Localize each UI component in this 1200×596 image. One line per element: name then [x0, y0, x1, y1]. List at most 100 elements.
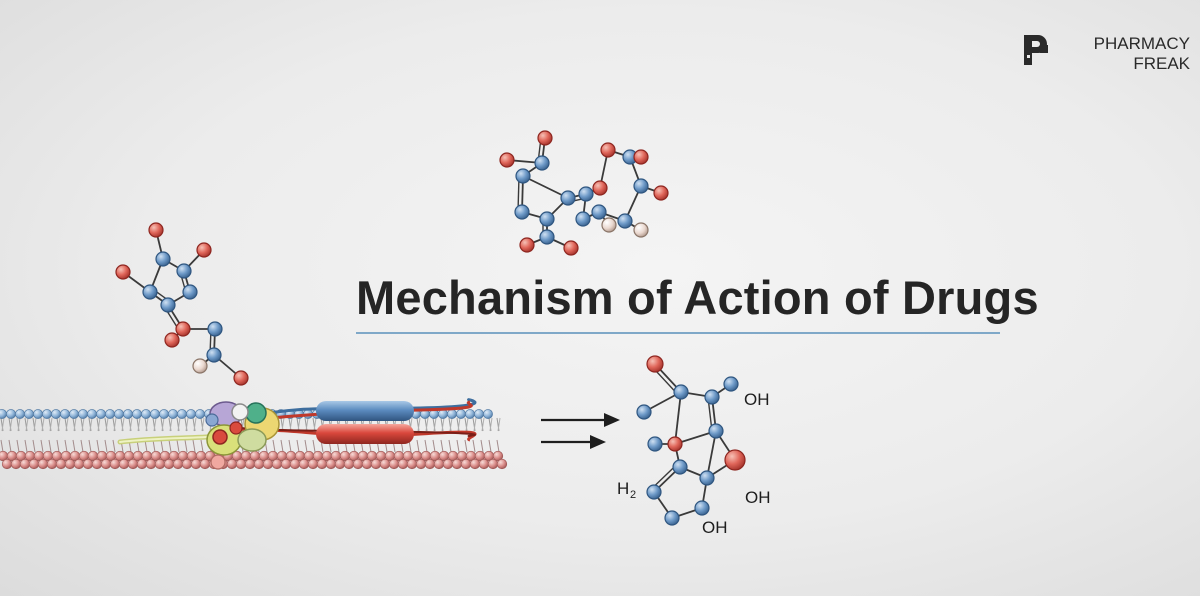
lipid-head-bottom [163, 458, 175, 470]
lipid-head-bottom [64, 458, 76, 470]
carbon-atom [591, 204, 607, 220]
oxygen-atom [537, 130, 553, 146]
carbon-atom [633, 178, 649, 194]
lipid-head-bottom [235, 458, 247, 470]
oxygen-atom [175, 321, 191, 337]
lipid-head-bottom [334, 458, 346, 470]
lipid-head-top [15, 409, 25, 419]
lipid-head-bottom [352, 458, 364, 470]
carbon-atom [539, 229, 555, 245]
arrow-right-icon [541, 435, 606, 449]
membrane-protein [117, 398, 477, 470]
lipid-head-top [177, 409, 187, 419]
carbon-atom [704, 389, 720, 405]
lipid-head-top [465, 409, 475, 419]
carbon-atom [514, 204, 530, 220]
lipid-head-top [474, 409, 484, 419]
hydrogen-label: H [617, 479, 629, 498]
lipid-head-bottom [136, 458, 148, 470]
lipid-head-bottom [370, 458, 382, 470]
lipid-head-top [33, 409, 43, 419]
lipid-head-top [6, 409, 16, 419]
lipid-head-bottom [199, 458, 211, 470]
lipid-head-top [0, 409, 7, 419]
lipid-head-bottom [433, 458, 445, 470]
lipid-head-bottom [172, 458, 184, 470]
carbon-atom [578, 186, 594, 202]
oxygen-atom [667, 436, 683, 452]
oxygen-atom [115, 264, 131, 280]
lipid-head-top [42, 409, 52, 419]
lipid-head-bottom [451, 458, 463, 470]
carbon-atom [539, 211, 555, 227]
oxygen-atom [646, 355, 664, 373]
oxygen-atom [233, 370, 249, 386]
carbon-atom [176, 263, 192, 279]
lipid-head-bottom [37, 458, 49, 470]
lipid-head-top [96, 409, 106, 419]
hydrogen-atom [633, 222, 649, 238]
brand-logo[interactable]: PHARMACY FREAK [1022, 33, 1190, 79]
lipid-head-bottom [469, 458, 481, 470]
carbon-atom [182, 284, 198, 300]
lipid-head-top [60, 409, 70, 419]
hydrogen-atom [192, 358, 208, 374]
oxygen-atom [600, 142, 616, 158]
lipid-head-top [51, 409, 61, 419]
lipid-head-top [447, 409, 457, 419]
lipid-head-bottom [28, 458, 40, 470]
lipid-head-bottom [478, 458, 490, 470]
oxygen-atom [653, 185, 669, 201]
lipid-head-bottom [487, 458, 499, 470]
lipid-head-bottom [46, 458, 58, 470]
carbon-atom [160, 297, 176, 313]
carbon-atom [694, 500, 710, 516]
lipid-head-bottom [244, 458, 256, 470]
lipid-head-bottom [118, 458, 130, 470]
carbon-atom [207, 321, 223, 337]
lipid-head-top [159, 409, 169, 419]
lipid-head-bottom [226, 458, 238, 470]
lipid-head-bottom [388, 458, 400, 470]
carbon-atom [155, 251, 171, 267]
lipid-head-bottom [73, 458, 85, 470]
carbon-atom [142, 284, 158, 300]
carbon-atom [699, 470, 715, 486]
lipid-head-bottom [343, 458, 355, 470]
lipid-head-top [150, 409, 160, 419]
carbon-atom [534, 155, 550, 171]
lipid-head-bottom [181, 458, 193, 470]
brand-line-2: FREAK [1133, 54, 1190, 73]
lipid-head-bottom [442, 458, 454, 470]
lipid-head-bottom [361, 458, 373, 470]
lipid-head-bottom [19, 458, 31, 470]
lipid-head-bottom [271, 458, 283, 470]
carbon-atom [575, 211, 591, 227]
carbon-atom [664, 510, 680, 526]
title-divider [356, 332, 1000, 334]
lipid-head-bottom [415, 458, 427, 470]
molecule-icon [499, 130, 669, 256]
lipid-head-top [456, 409, 466, 419]
lipid-head-bottom [298, 458, 310, 470]
lipid-head-bottom [109, 458, 121, 470]
lipid-head-bottom [406, 458, 418, 470]
hydrogen-atom [601, 217, 617, 233]
lipid-head-bottom [316, 458, 328, 470]
oxygen-atom [633, 149, 649, 165]
hydrogen-subscript: 2 [630, 489, 636, 501]
molecule-icon [115, 222, 249, 386]
carbon-atom [636, 404, 652, 420]
lipid-head-bottom [307, 458, 319, 470]
lipid-head-bottom [154, 458, 166, 470]
carbon-atom [646, 484, 662, 500]
carbon-atom [708, 423, 724, 439]
lipid-head-bottom [10, 458, 22, 470]
pharmacy-freak-logo-icon [1024, 35, 1048, 65]
oxygen-atom [724, 449, 746, 471]
lipid-head-top [141, 409, 151, 419]
carbon-atom [515, 168, 531, 184]
brand-name: PHARMACY FREAK [1058, 34, 1190, 74]
oxygen-atom [148, 222, 164, 238]
